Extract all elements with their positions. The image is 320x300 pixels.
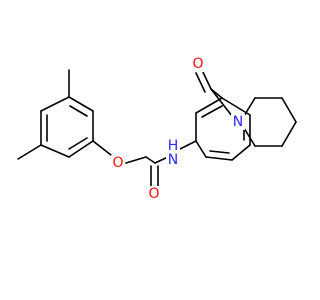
atom-labels: O O H N O N xyxy=(111,56,245,202)
bond-nitrogen-ring2 xyxy=(177,140,197,151)
bond-pip-ring-3 xyxy=(281,97,297,123)
bond-ring1-a xyxy=(68,96,94,112)
bond-pip-ring-6 xyxy=(243,127,256,147)
bonds-layer xyxy=(17,69,251,188)
piperidine-ring xyxy=(243,97,297,147)
bond-ch2-carbonyl xyxy=(145,156,156,164)
bond-ring1-f xyxy=(40,96,70,112)
bond-methyl-left xyxy=(17,144,42,160)
bond-ring2-double-3 xyxy=(201,105,223,118)
bond-aryl-oxygen xyxy=(92,140,112,156)
ether-oxygen: O xyxy=(112,155,123,171)
amide-hydrogen: H xyxy=(168,138,179,154)
bond-ring2-e xyxy=(221,97,251,116)
bond-ring2-a xyxy=(195,140,207,158)
molecule-structure: O O H N O N xyxy=(17,56,297,202)
amide-carbonyl-oxygen: O xyxy=(148,186,159,202)
bond-carbonyl-nitrogen xyxy=(154,156,169,164)
ketone-carbonyl-oxygen: O xyxy=(192,56,203,72)
amide-nitrogen: N xyxy=(168,152,178,168)
piperidine-nitrogen-bg xyxy=(231,114,245,130)
bond-pip-ring-4 xyxy=(281,121,297,147)
bond-ring2-double-1 xyxy=(209,150,230,154)
ketone-oxygen-bg xyxy=(191,56,205,72)
amide-nitrogen-bg xyxy=(166,138,180,168)
piperidine-nitrogen: N xyxy=(233,114,243,130)
bond-ring1-d xyxy=(40,144,70,158)
ether-oxygen-bg xyxy=(111,155,125,171)
bond-ring2-f xyxy=(195,97,223,114)
amide-oxygen-bg xyxy=(147,186,161,202)
bond-oxygen-ch2 xyxy=(125,156,147,164)
bond-ring1-double-1 xyxy=(69,105,88,117)
bond-ring2-b xyxy=(205,156,233,161)
bond-ring1-double-2 xyxy=(68,137,88,150)
bond-pip-ring-1 xyxy=(243,97,256,117)
bond-ketone-co-2 xyxy=(195,72,206,93)
bond-ketone-co-1 xyxy=(201,69,212,90)
bond-ring1-c xyxy=(68,140,94,158)
bond-ring2-c xyxy=(231,144,251,161)
bond-ketone-carbon-nitrogen xyxy=(210,88,233,117)
